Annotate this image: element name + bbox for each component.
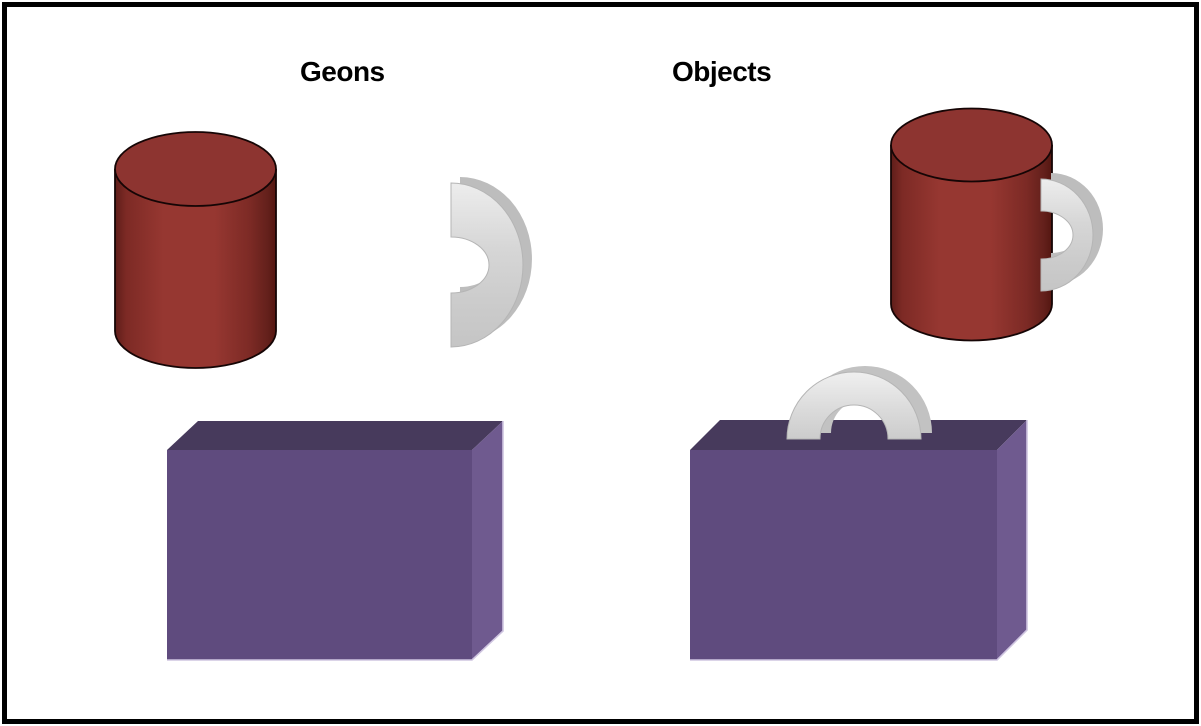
mug-handle-face [1040, 178, 1094, 292]
mug-body [891, 145, 1052, 341]
briefcase-handle-face [786, 371, 922, 440]
briefcase-object [690, 366, 1028, 661]
mug-top [890, 107, 1053, 183]
briefcase-top-face [690, 420, 1027, 450]
brick-geon-side-face [472, 421, 503, 660]
curved-handle-geon [450, 177, 532, 348]
geons-column-label: Geons [300, 56, 385, 87]
brick-geon [167, 421, 504, 661]
briefcase-side-face [997, 420, 1027, 660]
mug-object [890, 107, 1103, 342]
briefcase-front-face [690, 450, 997, 660]
cylinder-geon-top [114, 131, 277, 207]
cylinder-geon [114, 131, 277, 369]
brick-geon-front-face [167, 450, 472, 660]
objects-column-label: Objects [672, 56, 772, 87]
briefcase-light-edge [690, 420, 1028, 661]
brick-geon-top-face [167, 421, 503, 450]
curved-handle-geon-face [450, 182, 524, 348]
mug-body-outline [890, 145, 1053, 342]
cylinder-geon-body [115, 169, 276, 368]
cylinder-geon-outline [114, 169, 277, 369]
brick-geon-light-edge [167, 421, 504, 661]
